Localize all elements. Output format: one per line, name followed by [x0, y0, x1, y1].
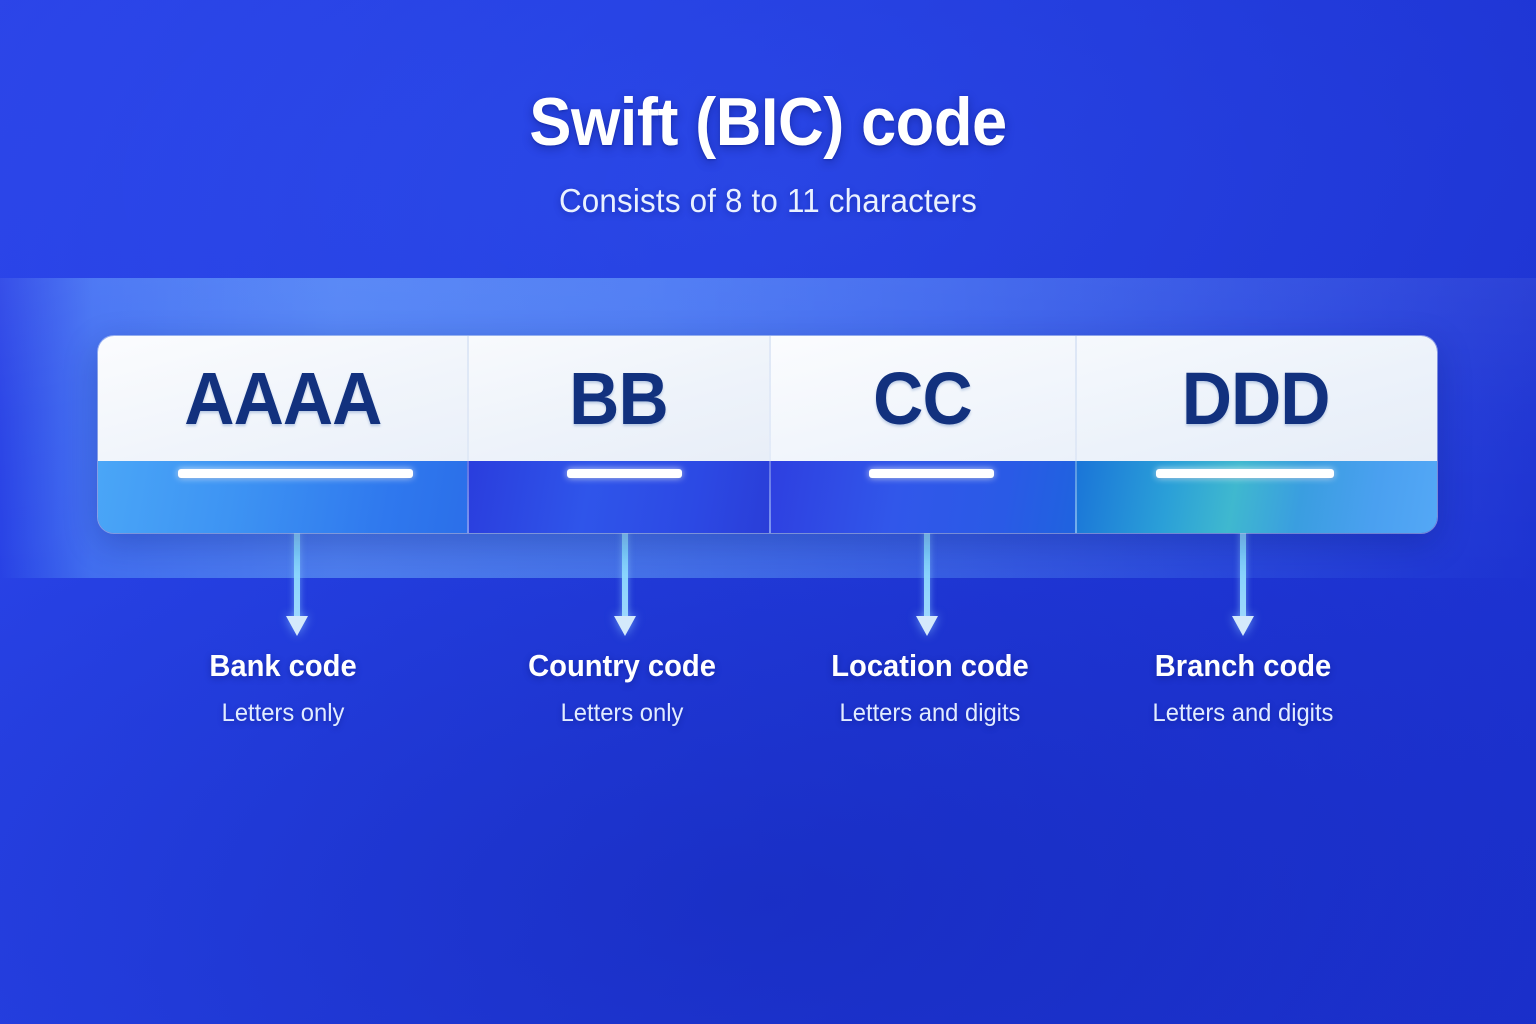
label-bank-code: Bank code Letters only [205, 648, 362, 728]
label-location-code-title: Location code [831, 648, 1029, 683]
code-letters-branch: DDD [1182, 356, 1331, 440]
code-segment-country-band [467, 461, 769, 533]
code-marker-location [869, 469, 994, 478]
label-branch-code-title: Branch code [1154, 648, 1332, 683]
arrow-down-icon [916, 616, 938, 636]
swift-code-card: AAAA BB CC DDD [98, 336, 1437, 533]
code-letters-bank: AAAA [183, 356, 382, 440]
code-segment-branch-plate: DDD [1075, 336, 1437, 461]
code-segment-location: CC [769, 336, 1075, 533]
label-bank-code-title: Bank code [209, 648, 357, 683]
header: Swift (BIC) code Consists of 8 to 11 cha… [0, 88, 1536, 220]
code-segment-location-plate: CC [769, 336, 1075, 461]
page-subtitle: Consists of 8 to 11 characters [558, 182, 978, 219]
label-bank-code-sub: Letters only [221, 699, 345, 727]
code-segment-branch-band [1075, 461, 1437, 533]
code-segment-country-plate: BB [467, 336, 769, 461]
code-segment-bank: AAAA [98, 336, 467, 533]
code-segment-location-band [769, 461, 1075, 533]
label-location-code-sub: Letters and digits [839, 699, 1021, 727]
arrow-down-icon [286, 616, 308, 636]
code-segment-bank-band [98, 461, 467, 533]
code-letters-country: BB [568, 356, 669, 440]
label-location-code: Location code Letters and digits [825, 648, 1035, 728]
code-segment-country: BB [467, 336, 769, 533]
code-marker-bank [178, 469, 413, 478]
code-marker-country [567, 469, 682, 478]
label-country-code-sub: Letters only [560, 699, 684, 727]
label-country-code-title: Country code [528, 648, 716, 683]
arrow-down-icon [1232, 616, 1254, 636]
code-letters-location: CC [872, 356, 973, 440]
code-segment-bank-plate: AAAA [98, 336, 467, 461]
arrow-down-icon [614, 616, 636, 636]
page-title: Swift (BIC) code [529, 84, 1007, 160]
label-country-code: Country code Letters only [522, 648, 722, 728]
label-branch-code: Branch code Letters and digits [1148, 648, 1338, 728]
code-segment-branch: DDD [1075, 336, 1437, 533]
code-marker-branch [1156, 469, 1334, 478]
label-branch-code-sub: Letters and digits [1152, 699, 1334, 727]
